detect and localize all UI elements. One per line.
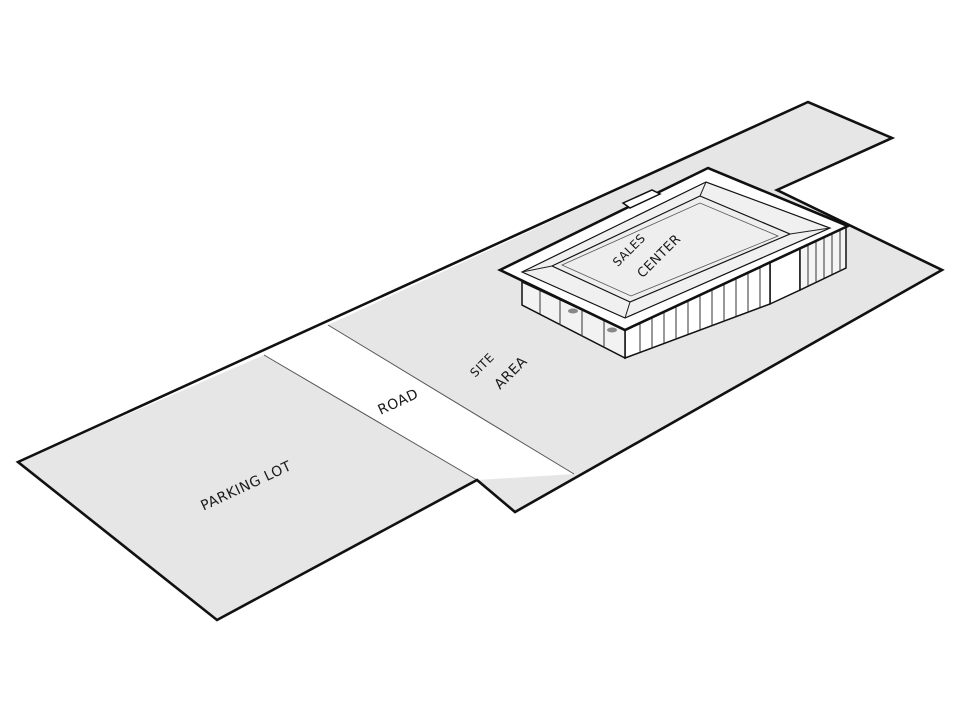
road-area <box>264 325 574 480</box>
annex-columns <box>807 229 841 286</box>
road-edge-right <box>327 324 575 475</box>
parking-lot-area <box>18 355 477 620</box>
sales-center-building <box>497 166 852 360</box>
left-columns <box>539 290 605 347</box>
front-columns <box>639 267 761 352</box>
entry-step-1 <box>568 308 578 314</box>
entry-step-2 <box>607 327 617 333</box>
site-boundary <box>15 100 945 622</box>
roof-flat-inner <box>561 202 780 297</box>
road-edge-left <box>263 354 478 481</box>
roof-notch <box>621 189 662 209</box>
roof-hips <box>521 181 831 319</box>
